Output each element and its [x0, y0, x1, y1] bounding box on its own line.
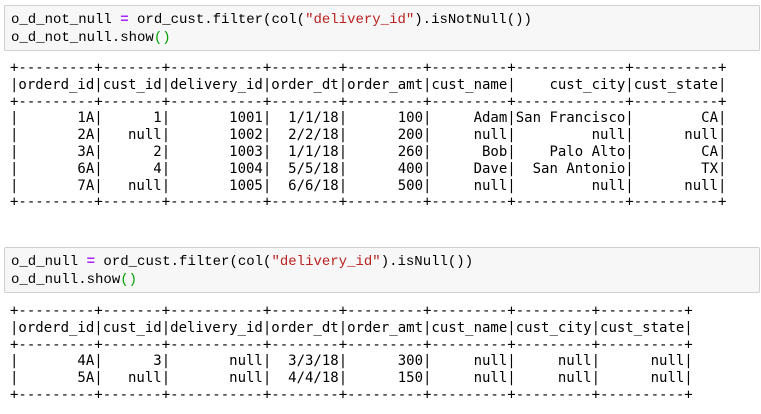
table-border: +---------+-------+-----------+--------+… [10, 60, 727, 76]
code-token: () [120, 271, 138, 288]
code-line: o_d_null.show() [11, 272, 759, 290]
table-border: +---------+-------+-----------+--------+… [10, 194, 727, 211]
code-token: ord_cust.filter(col( [128, 12, 306, 28]
table-border: +---------+-------+-----------+--------+… [10, 336, 693, 353]
code-token: ).isNotNull()) [414, 12, 532, 28]
code-token: = [120, 12, 129, 28]
code-editor[interactable]: o_d_not_null = ord_cust.filter(col("deli… [11, 12, 759, 47]
code-token: = [86, 254, 96, 270]
code-token: o_d_null [11, 254, 87, 270]
table-row: | 3A| 2| 1003| 1/1/18| 260| Bob| Palo Al… [10, 143, 727, 160]
table-border: +---------+-------+-----------+--------+… [10, 93, 727, 110]
code-token: "delivery_id" [305, 12, 415, 28]
code-token: ord_cust.filter(col( [95, 254, 272, 270]
code-line: o_d_null = ord_cust.filter(col("delivery… [11, 254, 759, 272]
table-row: | 1A| 1| 1001| 1/1/18| 100| Adam|San Fra… [10, 110, 727, 127]
table-row: | 6A| 4| 1004| 5/5/18| 400| Dave| San An… [10, 160, 727, 177]
code-line: o_d_not_null.show() [11, 30, 759, 48]
code-editor[interactable]: o_d_null = ord_cust.filter(col("delivery… [11, 254, 759, 289]
code-token: "delivery_id" [271, 254, 381, 270]
code-token: o_d_not_null [11, 12, 121, 28]
table-header: |orderd_id|cust_id|delivery_id|order_dt|… [10, 319, 693, 336]
table-border: +---------+-------+-----------+--------+… [10, 303, 693, 319]
code-token: ).isNull()) [380, 254, 474, 270]
code-line: o_d_not_null = ord_cust.filter(col("deli… [11, 12, 759, 30]
output-table-1: +---------+-------+-----------+--------+… [10, 60, 726, 211]
table-row: | 5A| null| null| 4/4/18| 150| null| nul… [10, 370, 693, 387]
code-cell-1-input[interactable]: o_d_not_null = ord_cust.filter(col("deli… [4, 5, 760, 51]
table-row: | 4A| 3| null| 3/3/18| 300| null| null| … [10, 353, 693, 370]
code-cell-2-input[interactable]: o_d_null = ord_cust.filter(col("delivery… [4, 247, 760, 293]
code-token: () [153, 29, 171, 46]
table-row: | 2A| null| 1002| 2/2/18| 200| null| nul… [10, 127, 727, 144]
code-token: o_d_not_null.show [11, 29, 154, 46]
table-border: +---------+-------+-----------+--------+… [10, 386, 693, 403]
code-token: o_d_null.show [11, 271, 121, 288]
table-row: | 7A| null| 1005| 6/6/18| 500| null| nul… [10, 177, 727, 194]
output-table-2: +---------+-------+-----------+--------+… [10, 303, 693, 404]
table-header: |orderd_id|cust_id|delivery_id|order_dt|… [10, 76, 727, 93]
